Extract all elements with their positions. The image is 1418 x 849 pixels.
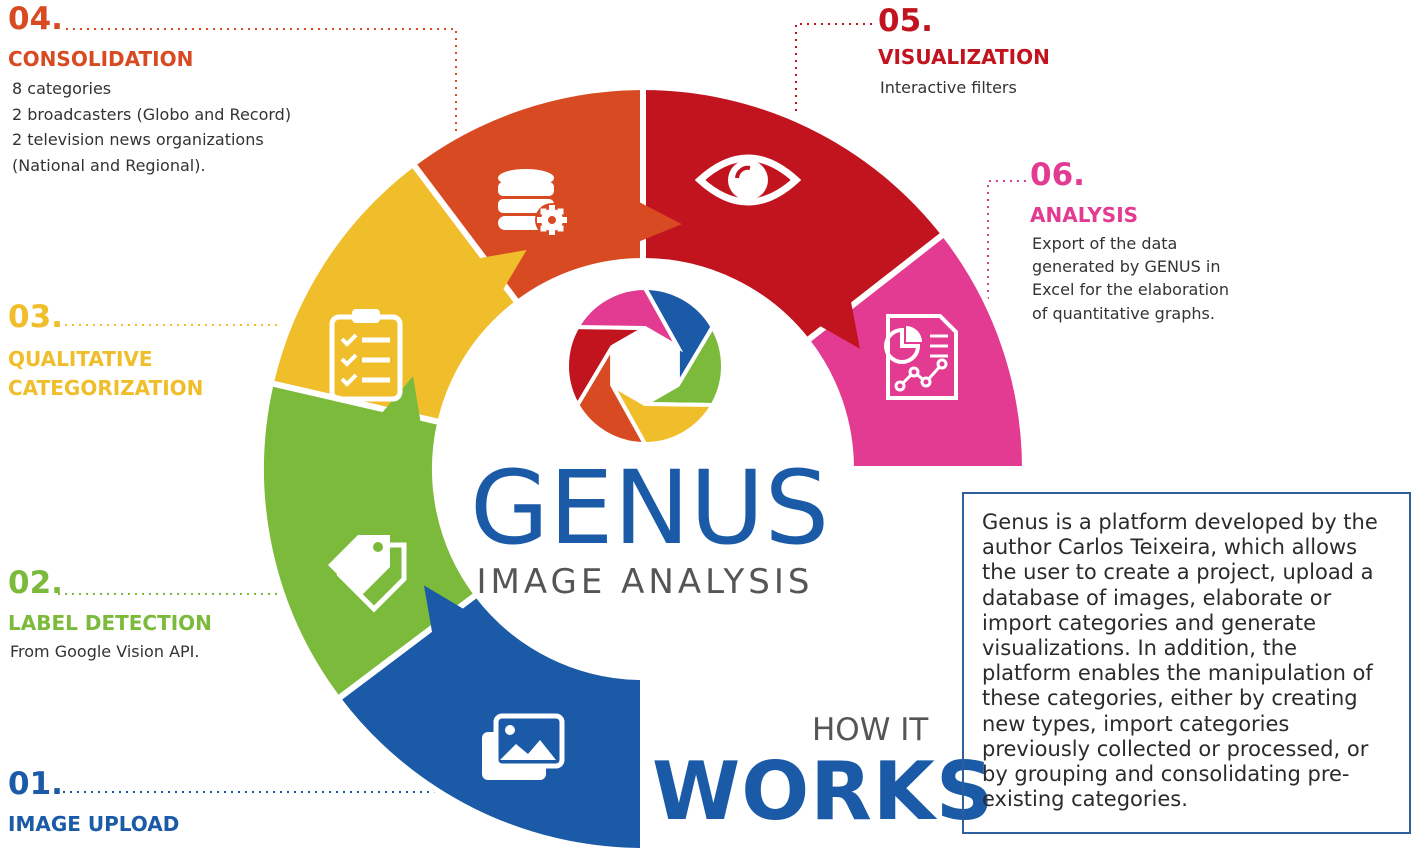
step-04-block: 04. CONSOLIDATION 8 categories 2 broadca… bbox=[8, 4, 291, 178]
step-04-title: CONSOLIDATION bbox=[8, 47, 194, 71]
step-04-description: 8 categories 2 broadcasters (Globo and R… bbox=[12, 76, 291, 178]
brand-subtitle: IMAGE ANALYSIS bbox=[476, 562, 814, 602]
step-02-description: From Google Vision API. bbox=[10, 640, 212, 664]
wheel-arrow-5 bbox=[816, 295, 860, 349]
report-chart-icon bbox=[884, 314, 958, 400]
step-06-desc-line: of quantitative graphs. bbox=[1032, 303, 1215, 323]
step-03-block: 03. QUALITATIVE CATEGORIZATION bbox=[8, 302, 203, 403]
step-06-number: 06. bbox=[1030, 157, 1085, 193]
connector-lines bbox=[56, 23, 1026, 793]
step-04-desc-line: 2 broadcasters (Globo and Record) bbox=[12, 104, 292, 124]
step-02-block: 02. LABEL DETECTION From Google Vision A… bbox=[8, 568, 212, 664]
wheel-icons bbox=[328, 154, 958, 780]
brand-name: GENUS bbox=[470, 449, 830, 568]
step-02-number: 02. bbox=[8, 565, 63, 601]
wheel-arrow-2 bbox=[378, 376, 422, 426]
tag-icon bbox=[328, 535, 407, 613]
wheel-segment-5 bbox=[640, 83, 949, 346]
step-06-desc-line: Export of the data bbox=[1032, 234, 1178, 253]
heading-how-it: HOW IT bbox=[812, 712, 929, 748]
step-04-desc-line: 2 television news organizations bbox=[12, 130, 264, 150]
wheel-arrow-3 bbox=[473, 250, 527, 294]
clipboard-checklist-icon bbox=[329, 309, 403, 402]
step-03-title-line: QUALITATIVE bbox=[8, 347, 153, 371]
info-box: Genus is a platform developed by the aut… bbox=[962, 492, 1411, 834]
wheel-segment-1 bbox=[333, 590, 646, 849]
step-05-desc-line: Interactive filters bbox=[880, 78, 1017, 97]
step-05-block: 05. VISUALIZATION Interactive filters bbox=[878, 6, 1050, 100]
database-gear-icon bbox=[498, 169, 569, 237]
step-01-title: IMAGE UPLOAD bbox=[8, 812, 180, 836]
step-01-number: 01. bbox=[8, 766, 63, 802]
step-05-description: Interactive filters bbox=[880, 76, 1050, 100]
step-04-desc-line: 8 categories bbox=[12, 79, 112, 98]
heading-works: WORKS bbox=[652, 745, 995, 838]
step-03-title-line: CATEGORIZATION bbox=[8, 376, 204, 400]
step-05-title: VISUALIZATION bbox=[878, 45, 1050, 69]
step-02-title: LABEL DETECTION bbox=[8, 611, 212, 635]
step-06-title: ANALYSIS bbox=[1030, 203, 1139, 227]
step-06-description: Export of the data generated by GENUS in… bbox=[1032, 232, 1229, 325]
step-05-number: 05. bbox=[878, 3, 933, 39]
connector-line bbox=[987, 180, 1026, 300]
step-06-block: 06. ANALYSIS Export of the data generate… bbox=[1030, 160, 1229, 325]
step-06-desc-line: generated by GENUS in bbox=[1032, 257, 1221, 277]
connector-line bbox=[795, 23, 872, 118]
aperture-icon bbox=[565, 285, 725, 447]
step-04-desc-line: (National and Regional). bbox=[12, 155, 206, 175]
step-01-block: 01. IMAGE UPLOAD bbox=[8, 769, 179, 837]
step-03-number: 03. bbox=[8, 299, 63, 335]
wheel-arrow-1 bbox=[424, 585, 468, 639]
step-06-desc-line: Excel for the elaboration bbox=[1032, 280, 1229, 300]
step-02-desc-line: From Google Vision API. bbox=[10, 642, 200, 661]
step-04-number: 04. bbox=[8, 1, 63, 37]
wheel-arrow-4 bbox=[633, 199, 682, 244]
step-03-title: QUALITATIVE CATEGORIZATION bbox=[8, 345, 203, 403]
image-icon bbox=[482, 713, 565, 780]
eye-icon bbox=[694, 154, 802, 206]
